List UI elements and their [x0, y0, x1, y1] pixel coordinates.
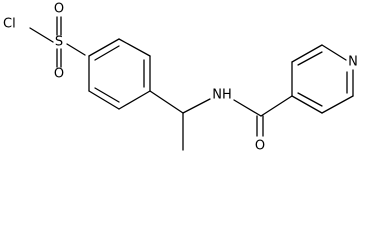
- bond-nh-carbonyl: [233, 99, 262, 117]
- bond-cl-s: [29, 27, 54, 43]
- benzene-bond-2: [118, 38, 151, 57]
- benzene-bond-5: [88, 90, 120, 110]
- benzene-bond-1: [88, 38, 120, 57]
- benzene-ring: [88, 38, 151, 110]
- chemical-structure: Cl S O O NH N O: [3, 2, 358, 154]
- benzene-bond-4: [118, 90, 151, 110]
- bond-carbonyl-pyridine: [260, 95, 293, 117]
- bond-ring-ch: [149, 90, 184, 114]
- linker-bonds: [149, 90, 293, 151]
- pyridine-nitrogen-label: N: [348, 55, 358, 70]
- sulfonyl-oxygen-top-label: O: [54, 2, 64, 17]
- benzene-double-1: [94, 45, 120, 61]
- pyridine-ring: [291, 44, 354, 114]
- sulfonyl-chloride-bonds: [29, 16, 86, 68]
- pyridine-bond-5: [321, 95, 354, 114]
- pyridine-double-1: [297, 51, 323, 66]
- carbonyl-oxygen-label: O: [255, 139, 265, 154]
- amide-nh-label: NH: [212, 88, 232, 103]
- bond-s-ring: [66, 43, 86, 56]
- sulfonyl-oxygen-bottom-label: O: [54, 67, 64, 82]
- pyridine-bond-3: [321, 44, 347, 61]
- benzene-double-3: [94, 87, 120, 103]
- pyridine-bond-2: [291, 44, 323, 63]
- pyridine-bond-6: [291, 95, 323, 114]
- pyridine-double-3: [297, 92, 323, 107]
- chlorine-label: Cl: [3, 17, 16, 32]
- sulfur-label: S: [55, 35, 63, 50]
- bond-ch-nh: [182, 98, 211, 114]
